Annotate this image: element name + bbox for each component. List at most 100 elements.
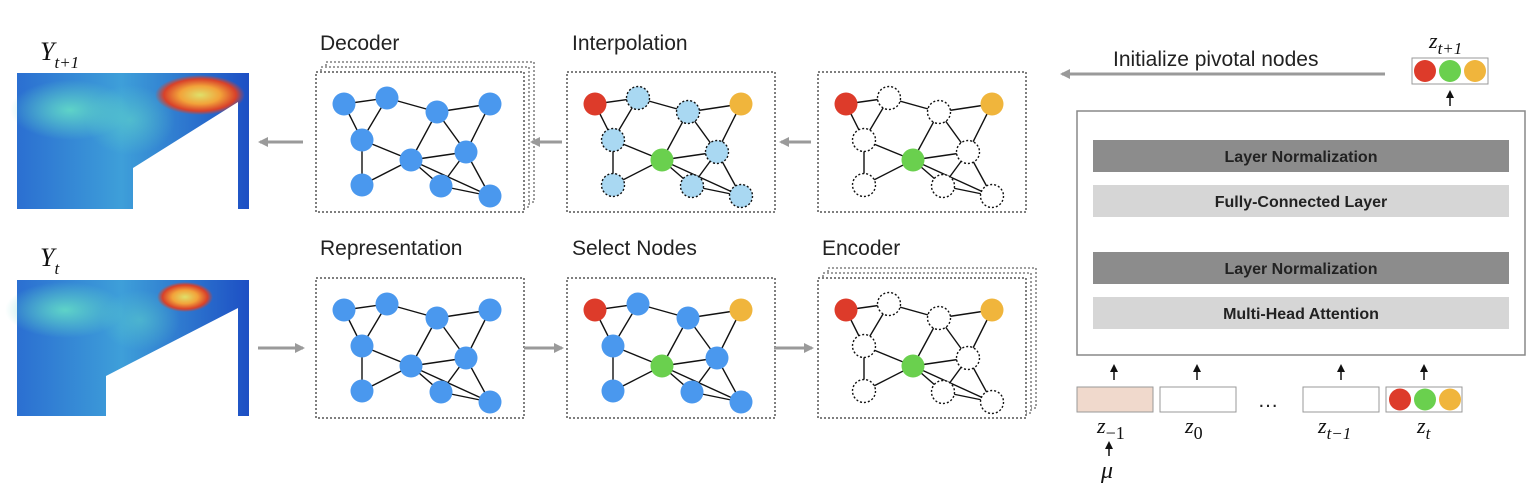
- node-blue: [375, 292, 399, 316]
- node-blue: [425, 306, 449, 330]
- node-empty: [876, 291, 902, 317]
- node-blue: [425, 100, 449, 124]
- transformer-layer-1: Layer Normalization: [1093, 140, 1509, 172]
- select-nodes-panel: [566, 277, 776, 419]
- node-interpolated: [625, 85, 651, 111]
- representation-panel: [315, 277, 525, 419]
- decoder-panel: [315, 61, 535, 213]
- graph-edge: [410, 365, 491, 403]
- token-label-z-t: zt: [1416, 413, 1432, 443]
- node-blue: [429, 380, 453, 404]
- node-blue: [601, 379, 625, 403]
- node-green: [901, 148, 925, 172]
- graph-edge: [912, 365, 993, 403]
- node-empty: [930, 173, 956, 199]
- token-arrows: [1105, 90, 1454, 456]
- node-blue: [478, 92, 502, 116]
- node-blue: [332, 298, 356, 322]
- svg-text:Layer Normalization: Layer Normalization: [1225, 261, 1378, 278]
- node-blue: [454, 346, 478, 370]
- transformer-layer-3: Layer Normalization: [1093, 252, 1509, 284]
- node-blue: [729, 390, 753, 414]
- node-empty: [876, 85, 902, 111]
- token-z-t: [1385, 386, 1463, 413]
- node-blue: [626, 292, 650, 316]
- output-token-z-t-plus1: [1411, 57, 1489, 85]
- y-current-label: Yt: [40, 243, 60, 278]
- node-interpolated: [600, 172, 626, 198]
- graph-edge: [410, 159, 491, 197]
- node-blue: [601, 334, 625, 358]
- decoder-title: Decoder: [320, 32, 399, 55]
- interpolation-panel: [566, 71, 776, 213]
- node-empty: [851, 172, 877, 198]
- token-label-z-minus1: z−1: [1096, 413, 1125, 443]
- token-z-t-minus1: [1302, 386, 1380, 413]
- node-empty: [926, 99, 952, 125]
- node-green: [650, 354, 674, 378]
- initialize-pivotal-label: Initialize pivotal nodes: [1113, 48, 1318, 71]
- y-next-label: Yt+1: [40, 37, 79, 72]
- node-empty: [979, 389, 1005, 415]
- node-yellow: [729, 92, 753, 116]
- node-red: [834, 298, 858, 322]
- node-blue: [454, 140, 478, 164]
- token-label-z0: z0: [1184, 413, 1203, 443]
- mu-label: μ: [1100, 458, 1113, 484]
- flow-arrows: [258, 69, 1385, 353]
- select-nodes-title: Select Nodes: [572, 237, 697, 260]
- svg-text:Fully-Connected Layer: Fully-Connected Layer: [1215, 194, 1387, 211]
- node-blue: [680, 380, 704, 404]
- node-empty: [926, 305, 952, 331]
- node-blue: [705, 346, 729, 370]
- node-empty: [930, 379, 956, 405]
- node-red: [583, 92, 607, 116]
- transformer-layer-2: Fully-Connected Layer: [1093, 185, 1509, 217]
- node-empty: [851, 333, 877, 359]
- node-red: [834, 92, 858, 116]
- interpolation-title: Interpolation: [572, 32, 688, 55]
- node-yellow: [980, 298, 1004, 322]
- graph-edge: [912, 159, 993, 197]
- encoder-panel: [817, 267, 1037, 419]
- node-blue: [399, 354, 423, 378]
- node-blue: [350, 379, 374, 403]
- token-z-minus1: [1076, 386, 1154, 413]
- transformer-layer-4: Multi-Head Attention: [1093, 297, 1509, 329]
- node-empty: [979, 183, 1005, 209]
- node-blue: [350, 173, 374, 197]
- node-interpolated: [728, 183, 754, 209]
- graph-edge: [661, 365, 742, 403]
- node-green: [901, 354, 925, 378]
- node-blue: [399, 148, 423, 172]
- representation-title: Representation: [320, 237, 462, 260]
- node-interpolated: [679, 173, 705, 199]
- svg-text:Layer Normalization: Layer Normalization: [1225, 149, 1378, 166]
- node-blue: [375, 86, 399, 110]
- node-empty: [851, 127, 877, 153]
- node-interpolated: [600, 127, 626, 153]
- node-blue: [478, 298, 502, 322]
- node-blue: [478, 390, 502, 414]
- node-interpolated: [704, 139, 730, 165]
- encoder-title: Encoder: [822, 237, 900, 260]
- flow-field-next: [10, 73, 249, 209]
- node-red: [583, 298, 607, 322]
- node-empty: [851, 378, 877, 404]
- flow-field-current: [5, 280, 249, 416]
- node-empty: [955, 345, 981, 371]
- node-yellow: [729, 298, 753, 322]
- token-label-z-t-minus1: zt−1: [1317, 413, 1351, 443]
- node-blue: [478, 184, 502, 208]
- node-blue: [350, 334, 374, 358]
- encoder-output-panel: [817, 71, 1027, 213]
- node-blue: [332, 92, 356, 116]
- node-blue: [350, 128, 374, 152]
- output-label-z-t-plus1: zt+1: [1428, 28, 1462, 58]
- node-empty: [955, 139, 981, 165]
- node-blue: [676, 306, 700, 330]
- node-green: [650, 148, 674, 172]
- token-ellipsis: …: [1258, 389, 1279, 412]
- node-blue: [429, 174, 453, 198]
- node-interpolated: [675, 99, 701, 125]
